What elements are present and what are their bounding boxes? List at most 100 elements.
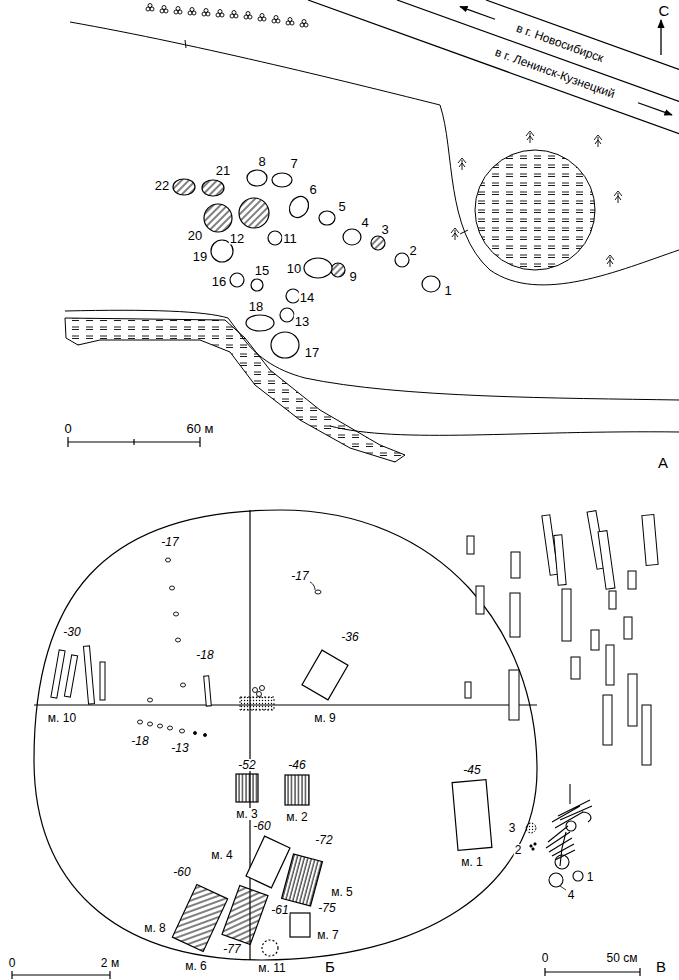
panel-letter: А [657,455,669,470]
terrace-edge [70,22,679,285]
skeleton [552,800,592,828]
depth-mark: -60 [252,820,271,832]
pond [475,150,595,270]
tree-row [204,9,208,13]
scale-label: 50 см [606,952,639,964]
scale-bar [12,971,110,979]
mound-number: 7 [289,157,298,170]
mound [202,180,224,196]
road [638,103,672,115]
scale-bar [67,437,68,447]
tree-row [146,4,308,28]
mound-outline [34,510,537,960]
wood-plank [609,591,616,609]
wood-plank [628,674,637,726]
tree-row [260,14,264,18]
grave-label: м. 4 [210,849,234,861]
wood-plank [511,552,520,578]
wood-plank [624,617,632,639]
grave-label: м. 6 [184,960,208,972]
wood-plank [51,646,211,706]
callout-number: 1 [586,871,595,883]
mound-number: 17 [304,346,320,359]
mound-number: 18 [248,300,264,313]
mound-number: 6 [308,183,317,196]
road [397,0,679,102]
mound [286,193,313,221]
skeleton [555,855,569,869]
tree-row [176,7,180,11]
grave-goods [560,886,566,890]
wood-plank [51,650,65,698]
grave-label: м. 10 [47,712,77,724]
scale-label: 60 м [185,422,214,435]
wood-plank [64,655,77,697]
tree-row [148,4,152,8]
find-dot [180,729,185,733]
tree-symbol [606,255,614,267]
depth-mark: -46 [287,759,306,771]
scale-bar [545,968,640,976]
wood-plank [204,676,212,706]
scale-bar [109,971,110,979]
mound-number: 13 [294,315,310,328]
callout-number: 2 [514,844,523,856]
mound [230,273,244,287]
grave-pit [222,885,268,944]
find-dot [194,732,197,735]
depth-mark: -17 [160,536,179,548]
grave-label: м. 2 [285,811,309,823]
tree-row [162,6,166,10]
depth-mark: -72 [314,834,333,846]
mound-number: 15 [254,264,270,277]
mound-outline [34,510,537,960]
wood-plank [606,645,614,685]
wood-plank [628,571,636,589]
grave-pit [236,774,258,802]
tree-symbol [526,131,534,143]
depth-mark: -52 [237,759,256,771]
scale-label: 0 [63,422,72,435]
road [308,0,679,134]
mound-number: 21 [215,164,231,177]
river [65,318,405,462]
grave-pit [262,940,278,956]
skeleton [569,784,570,804]
scale-label: 2 м [100,957,120,969]
depth-mark: -18 [130,735,149,747]
north-arrow [660,20,661,55]
panel-letter: Б [324,959,336,974]
wood-plank [509,670,519,720]
find-dot [138,558,322,737]
mound [204,204,232,232]
depth-mark: -45 [462,764,481,776]
north-arrow [660,20,661,55]
scale-label: 0 [8,957,17,969]
mound [251,279,263,291]
mound [247,170,267,186]
grave-goods [534,843,536,845]
grave-pit [246,836,290,888]
terrace-edge [185,40,186,48]
mound [319,211,335,225]
tree-symbol [451,131,622,267]
find-dot [176,638,181,642]
wood-plank [510,593,520,637]
wood-plank [598,531,615,590]
wood-plank [83,646,94,704]
depth-mark: -36 [340,631,359,643]
skeleton [549,873,563,887]
wood-plank [100,662,105,700]
wood-plank [562,589,571,641]
mound [246,315,274,331]
terrace-edge [460,230,468,234]
find-dot [158,724,163,728]
scale-bar [11,971,12,979]
grave-goods [526,823,566,890]
wood-plank [467,536,474,554]
grave-label: м. 3 [235,808,259,820]
depth-mark: -75 [317,902,336,914]
find-dot [148,722,153,726]
